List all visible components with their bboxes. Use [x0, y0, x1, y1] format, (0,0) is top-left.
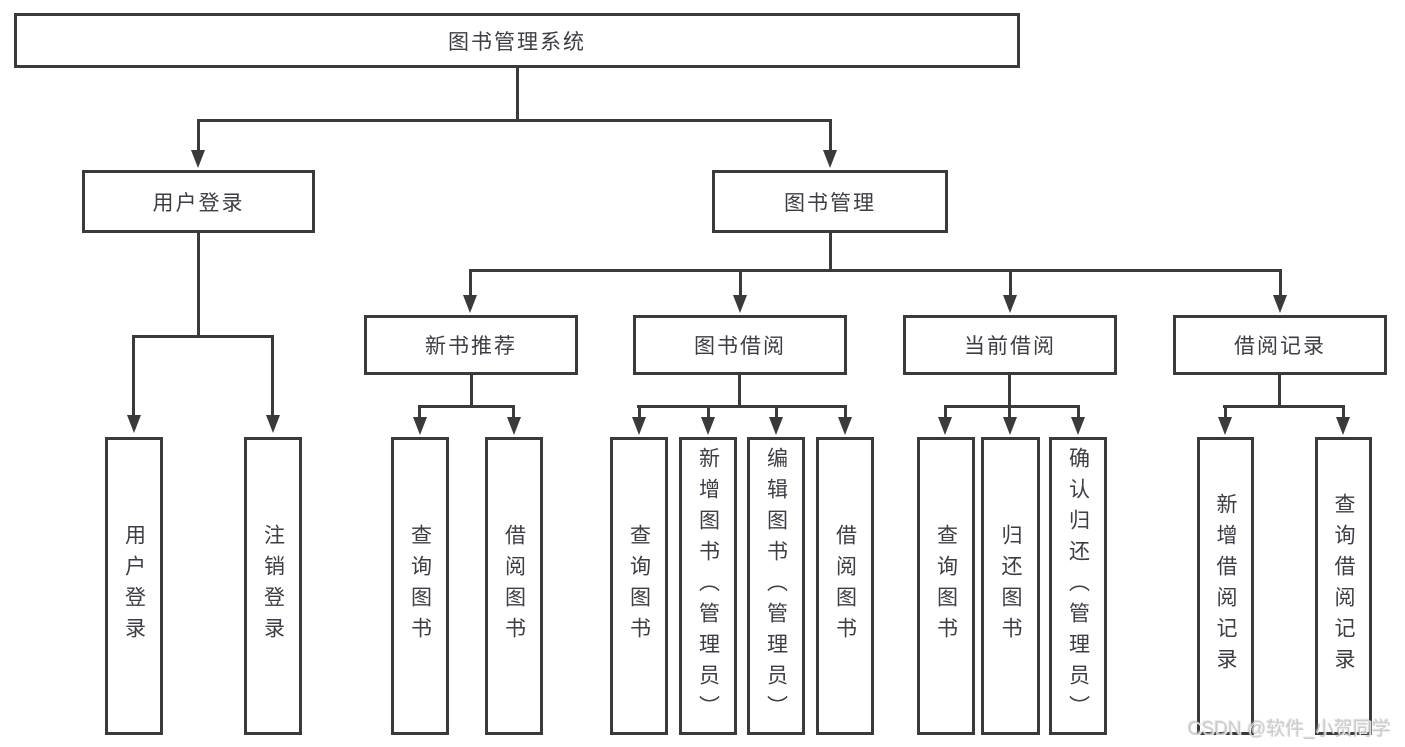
leaf-user-login-label: 用户登录	[122, 524, 146, 648]
leaf-confirm-return-admin: 确认归还（管理员）	[1049, 437, 1107, 735]
leaf-query-books-borrow: 查询图书	[610, 437, 668, 735]
leaf-return-book-label: 归还图书	[999, 524, 1022, 648]
connector-root-left-drop	[197, 119, 200, 152]
arrow-down-icon	[1273, 295, 1287, 313]
node-book-borrow-label: 图书借阅	[694, 335, 786, 358]
arrow-down-icon	[507, 417, 521, 435]
arrow-down-icon	[463, 295, 477, 313]
leaf-edit-book-admin-label: 编辑图书（管理员）	[764, 446, 788, 726]
arrow-down-icon	[769, 417, 783, 435]
arrow-down-icon	[191, 150, 205, 168]
arrow-down-icon	[127, 415, 141, 433]
connector-borrow-stem	[738, 375, 741, 407]
connector-bookmgmt-drop-4	[1279, 269, 1282, 297]
connector-userlogin-drop-2	[271, 335, 274, 417]
connector-bookmgmt-drop-2	[739, 269, 742, 297]
connector-newbook-stem	[470, 375, 473, 407]
node-new-book-recommend: 新书推荐	[364, 315, 578, 375]
connector-bookmgmt-split	[469, 269, 1281, 272]
connector-borrow-drop-2	[707, 405, 710, 419]
connector-current-drop-1	[944, 405, 947, 419]
arrow-down-icon	[823, 150, 837, 168]
connector-records-stem	[1278, 375, 1281, 407]
leaf-add-book-admin: 新增图书（管理员）	[679, 437, 737, 735]
arrow-down-icon	[733, 295, 747, 313]
node-current-borrow-label: 当前借阅	[964, 335, 1056, 358]
connector-userlogin-drop-1	[132, 335, 135, 417]
leaf-query-books-recommend-label: 查询图书	[408, 524, 432, 648]
leaf-add-book-admin-label: 新增图书（管理员）	[696, 446, 720, 726]
node-book-management-label: 图书管理	[784, 191, 876, 215]
leaf-borrow-books-recommend: 借阅图书	[485, 437, 543, 735]
leaf-borrow-books: 借阅图书	[816, 437, 874, 735]
connector-current-drop-3	[1077, 405, 1080, 419]
leaf-edit-book-admin: 编辑图书（管理员）	[747, 437, 805, 735]
connector-root-right-drop	[829, 119, 832, 152]
connector-current-split	[944, 405, 1079, 408]
arrow-down-icon	[1003, 417, 1017, 435]
leaf-query-borrow-record: 查询借阅记录	[1315, 437, 1372, 735]
arrow-down-icon	[632, 417, 646, 435]
node-book-management: 图书管理	[712, 170, 948, 233]
leaf-add-borrow-record: 新增借阅记录	[1197, 437, 1254, 735]
arrow-down-icon	[1071, 417, 1085, 435]
connector-bookmgmt-drop-1	[469, 269, 472, 297]
node-current-borrow: 当前借阅	[903, 315, 1117, 375]
node-root-label: 图书管理系统	[448, 30, 586, 54]
connector-borrow-drop-3	[775, 405, 778, 419]
connector-newbook-split	[418, 405, 515, 408]
arrow-down-icon	[1336, 417, 1350, 435]
arrow-down-icon	[701, 417, 715, 435]
connector-current-stem	[1008, 375, 1011, 407]
node-user-login: 用户登录	[82, 170, 315, 233]
connector-newbook-drop-2	[512, 405, 515, 419]
leaf-query-books-recommend: 查询图书	[391, 437, 449, 735]
node-book-borrow: 图书借阅	[633, 315, 847, 375]
arrow-down-icon	[838, 417, 852, 435]
connector-root-split	[197, 119, 832, 122]
connector-borrow-drop-4	[844, 405, 847, 419]
node-borrow-records-label: 借阅记录	[1234, 335, 1326, 358]
csdn-watermark: CSDN @软件_小贺同学	[1188, 719, 1391, 740]
connector-records-drop-1	[1224, 405, 1227, 419]
connector-userlogin-stem	[197, 233, 200, 337]
arrow-down-icon	[266, 415, 280, 433]
connector-userlogin-split	[132, 335, 274, 338]
node-user-login-label: 用户登录	[152, 191, 245, 215]
arrow-down-icon	[413, 417, 427, 435]
leaf-return-book: 归还图书	[981, 437, 1040, 735]
connector-root-stem	[516, 68, 519, 122]
connector-borrow-drop-1	[638, 405, 641, 419]
leaf-query-books-current-label: 查询图书	[934, 524, 958, 648]
leaf-user-login: 用户登录	[105, 437, 163, 735]
connector-records-drop-2	[1342, 405, 1345, 419]
leaf-logout-label: 注销登录	[261, 524, 285, 648]
connector-current-drop-2	[1008, 405, 1011, 419]
connector-bookmgmt-stem	[829, 233, 832, 272]
leaf-confirm-return-admin-label: 确认归还（管理员）	[1066, 446, 1090, 726]
node-root: 图书管理系统	[14, 13, 1020, 68]
leaf-borrow-books-recommend-label: 借阅图书	[502, 524, 526, 648]
arrow-down-icon	[938, 417, 952, 435]
leaf-logout: 注销登录	[244, 437, 302, 735]
arrow-down-icon	[1218, 417, 1232, 435]
node-borrow-records: 借阅记录	[1173, 315, 1387, 375]
connector-newbook-drop-1	[418, 405, 421, 419]
node-new-book-recommend-label: 新书推荐	[425, 335, 517, 358]
connector-borrow-split	[637, 405, 846, 408]
arrow-down-icon	[1003, 295, 1017, 313]
leaf-query-books-borrow-label: 查询图书	[627, 524, 651, 648]
connector-records-split	[1223, 405, 1345, 408]
leaf-query-borrow-record-label: 查询借阅记录	[1332, 493, 1355, 679]
leaf-query-books-current: 查询图书	[917, 437, 975, 735]
leaf-borrow-books-label: 借阅图书	[833, 524, 857, 648]
leaf-add-borrow-record-label: 新增借阅记录	[1214, 493, 1237, 679]
connector-bookmgmt-drop-3	[1009, 269, 1012, 297]
